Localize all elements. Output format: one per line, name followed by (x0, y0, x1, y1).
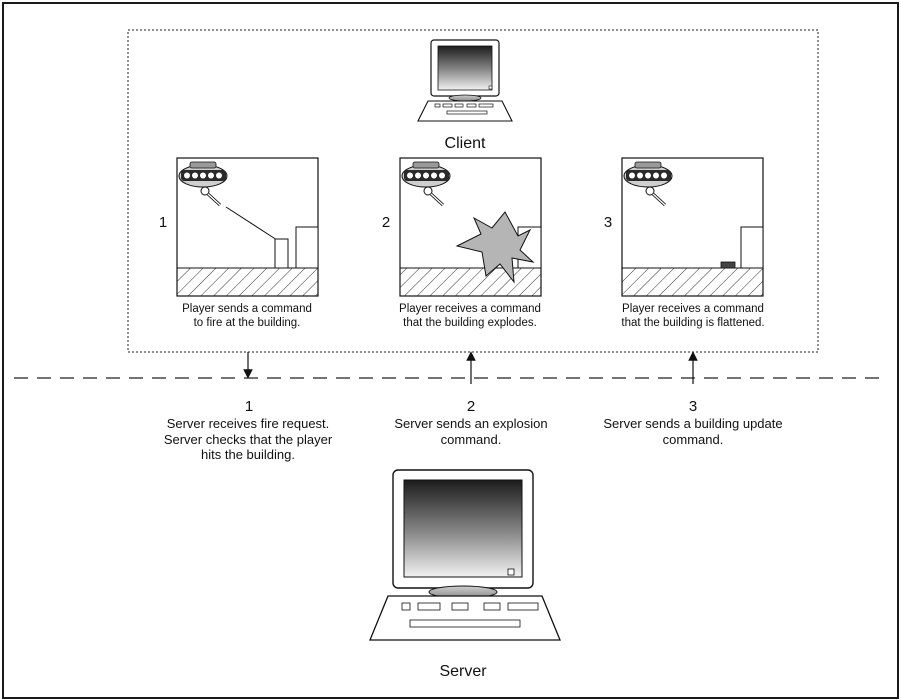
panel-3-caption: Player receives a command that the build… (621, 303, 765, 329)
client-computer-icon (417, 39, 513, 122)
panel-3-scene (621, 157, 764, 297)
server-step-2-text: Server sends an explosion command. (394, 416, 548, 447)
server-step-3-number: 3 (688, 398, 698, 415)
panel-1-number: 1 (158, 214, 168, 231)
panel-1-caption: Player sends a command to fire at the bu… (182, 303, 312, 329)
panel-1-scene (176, 157, 319, 297)
server-step-1-number: 1 (244, 398, 254, 415)
panel-2-caption: Player receives a command that the build… (399, 303, 541, 329)
server-step-1-text: Server receives fire request. Server che… (163, 416, 333, 463)
client-label: Client (444, 135, 486, 152)
panel-2-scene (399, 157, 542, 297)
server-label: Server (439, 663, 487, 680)
explosion-icon (455, 211, 535, 284)
server-computer-icon (369, 469, 561, 641)
server-step-2-number: 2 (466, 398, 476, 415)
server-step-3-text: Server sends a building update command. (603, 416, 783, 447)
panel-3-number: 3 (603, 214, 613, 231)
panel-2-number: 2 (381, 214, 391, 231)
